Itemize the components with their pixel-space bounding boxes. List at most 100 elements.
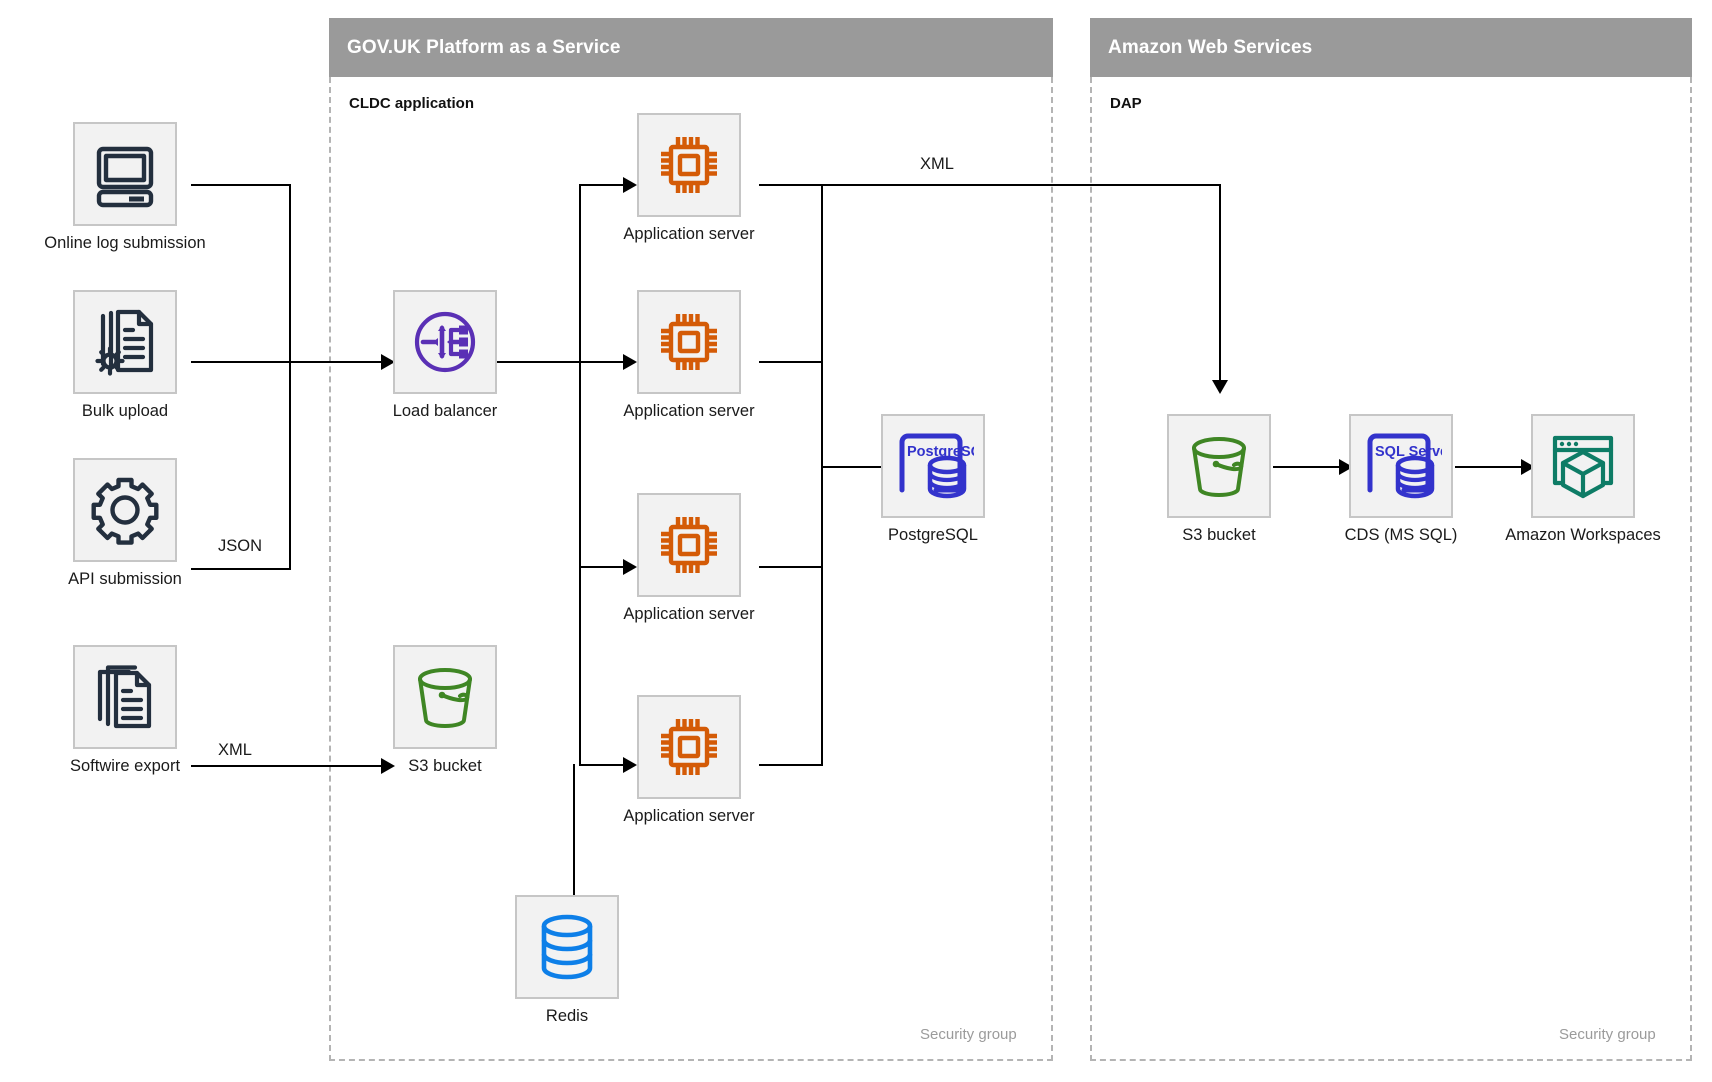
- node-icon-box: [393, 290, 497, 394]
- edge-to-app-server-4: [579, 764, 627, 766]
- cpu-chip-icon: [654, 712, 724, 782]
- edge-postgres-collector-bus: [821, 184, 823, 766]
- node-label: Amazon Workspaces: [1505, 526, 1661, 544]
- node-label: PostgreSQL: [888, 526, 978, 544]
- zone-title-paas: GOV.UK Platform as a Service: [347, 36, 621, 58]
- node-s3-bucket-paas[interactable]: S3 bucket: [393, 645, 497, 775]
- node-label: Bulk upload: [81, 402, 169, 420]
- node-load-balancer[interactable]: Load balancer: [393, 290, 497, 420]
- node-icon-box: [637, 695, 741, 799]
- postgresql-badge-text: PostgreSQL: [907, 444, 974, 460]
- node-label: Softwire export: [69, 757, 181, 775]
- cpu-chip-icon: [654, 130, 724, 200]
- desktop-computer-icon: [91, 140, 159, 208]
- node-label: Application server: [623, 807, 755, 825]
- node-bulk-upload[interactable]: Bulk upload: [73, 290, 177, 420]
- node-label: Redis: [545, 1007, 589, 1025]
- edge-online-bus-vertical: [289, 184, 291, 362]
- node-label: API submission: [68, 570, 182, 588]
- document-gear-icon: [91, 308, 159, 376]
- arrow-into-app-server-1: [623, 177, 637, 193]
- edge-lb-distribution-bus: [579, 184, 581, 764]
- s3-bucket-icon: [409, 662, 481, 732]
- edge-xml-vertical: [1219, 184, 1221, 384]
- node-label: S3 bucket: [1182, 526, 1256, 544]
- arrow-into-s3-aws: [1212, 380, 1228, 394]
- node-label: Load balancer: [392, 402, 498, 420]
- arrow-into-load-balancer: [381, 354, 395, 370]
- arrow-into-app-server-2: [623, 354, 637, 370]
- sql-server-badge-text: SQL Server: [1375, 444, 1442, 460]
- zone-header-aws: Amazon Web Services: [1090, 18, 1692, 77]
- gear-icon: [90, 475, 160, 545]
- edge-lb-out-horizontal: [497, 361, 581, 363]
- edge-app4-to-collector: [759, 764, 823, 766]
- cpu-chip-icon: [654, 307, 724, 377]
- s3-bucket-icon: [1183, 431, 1255, 501]
- arrow-into-s3-paas: [381, 758, 395, 774]
- node-api-submission[interactable]: API submission: [68, 458, 182, 588]
- zone-footer-paas: Security group: [920, 1026, 1017, 1043]
- amazon-workspaces-icon: [1546, 431, 1620, 501]
- edge-label-xml-appserver: XML: [920, 155, 954, 173]
- edge-s3-to-cds: [1273, 466, 1341, 468]
- zone-body-paas: [329, 77, 1053, 1061]
- node-icon-box: PostgreSQL: [881, 414, 985, 518]
- edge-bulk-upload-horizontal: [191, 361, 383, 363]
- node-postgresql[interactable]: PostgreSQL PostgreSQL: [881, 414, 985, 544]
- arrow-into-app-server-4: [623, 757, 637, 773]
- postgresql-icon: PostgreSQL: [892, 428, 974, 504]
- zone-sublabel-dap: DAP: [1110, 95, 1142, 112]
- edge-to-app-server-1: [579, 184, 627, 186]
- edge-online-log-horizontal: [191, 184, 291, 186]
- edge-app3-to-collector: [759, 566, 823, 568]
- node-icon-box: [73, 645, 177, 749]
- node-redis[interactable]: Redis: [515, 895, 619, 1025]
- node-amazon-workspaces[interactable]: Amazon Workspaces: [1505, 414, 1661, 544]
- zone-sublabel-cldc: CLDC application: [349, 95, 475, 112]
- node-label: S3 bucket: [408, 757, 482, 775]
- node-label: Application server: [623, 225, 755, 243]
- cpu-chip-icon: [654, 510, 724, 580]
- node-icon-box: [73, 122, 177, 226]
- node-label: Application server: [623, 605, 755, 623]
- node-icon-box: [1167, 414, 1271, 518]
- node-s3-bucket-aws[interactable]: S3 bucket: [1167, 414, 1271, 544]
- node-icon-box: [637, 113, 741, 217]
- edge-label-json: JSON: [218, 537, 263, 555]
- edge-api-horizontal: [191, 568, 291, 570]
- arrow-into-app-server-3: [623, 559, 637, 575]
- node-softwire-export[interactable]: Softwire export: [70, 645, 180, 775]
- edge-softwire-horizontal: [191, 765, 383, 767]
- node-icon-box: [1531, 414, 1635, 518]
- edge-api-bus-vertical: [289, 361, 291, 570]
- edge-collector-to-postgres: [821, 466, 905, 468]
- node-application-server-3[interactable]: Application server: [623, 493, 755, 623]
- node-online-log-submission[interactable]: Online log submission: [44, 122, 206, 252]
- node-icon-box: [73, 458, 177, 562]
- node-label: Application server: [623, 402, 755, 420]
- edge-cds-to-workspaces: [1455, 466, 1523, 468]
- node-cds-ms-sql[interactable]: SQL Server CDS (MS SQL): [1345, 414, 1457, 544]
- node-icon-box: [637, 493, 741, 597]
- node-application-server-4[interactable]: Application server: [623, 695, 755, 825]
- redis-database-icon: [535, 912, 599, 982]
- node-application-server-1[interactable]: Application server: [623, 113, 755, 243]
- documents-stack-icon: [91, 663, 159, 731]
- load-balancer-icon: [407, 304, 483, 380]
- zone-body-aws: [1090, 77, 1692, 1061]
- node-label: Online log submission: [44, 234, 206, 252]
- node-icon-box: [73, 290, 177, 394]
- node-label: CDS (MS SQL): [1344, 526, 1458, 544]
- edge-redis-vertical: [573, 764, 575, 896]
- edge-to-app-server-3: [579, 566, 627, 568]
- node-icon-box: SQL Server: [1349, 414, 1453, 518]
- node-icon-box: [393, 645, 497, 749]
- zone-footer-aws: Security group: [1559, 1026, 1656, 1043]
- edge-label-xml-softwire: XML: [218, 741, 252, 759]
- edge-to-app-server-2: [579, 361, 627, 363]
- zone-title-aws: Amazon Web Services: [1108, 36, 1313, 58]
- node-application-server-2[interactable]: Application server: [623, 290, 755, 420]
- zone-header-paas: GOV.UK Platform as a Service: [329, 18, 1053, 77]
